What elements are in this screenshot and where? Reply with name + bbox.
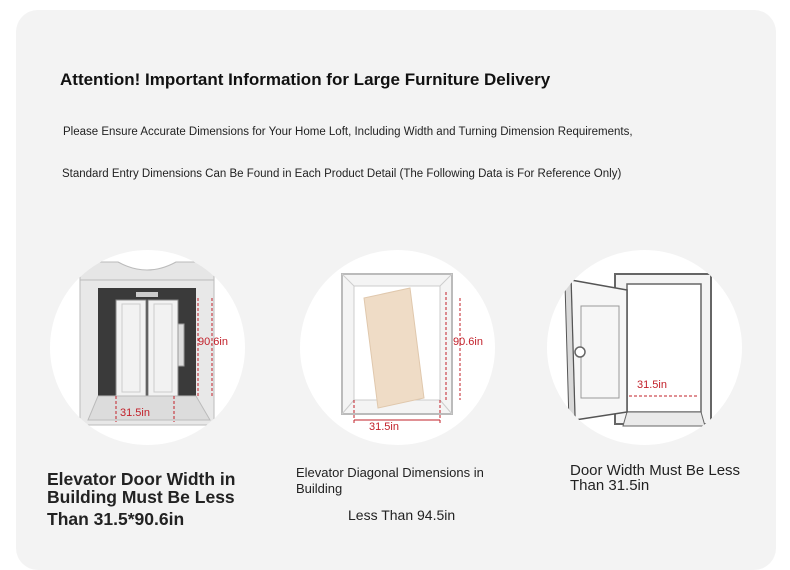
width-label: 31.5in <box>369 421 399 433</box>
info-line-2: Standard Entry Dimensions Can Be Found i… <box>62 168 622 180</box>
elevator-diagonal-subcaption: Less Than 94.5in <box>348 507 456 523</box>
height-label: 90.6in <box>453 336 483 348</box>
width-label: 31.5in <box>637 379 667 391</box>
elevator-door-icon <box>79 261 215 426</box>
elevator-door-panel: 90.6in 31.5in <box>50 250 245 445</box>
info-line-1: Please Ensure Accurate Dimensions for Yo… <box>63 126 633 138</box>
open-door-panel: 31.5in <box>547 250 742 445</box>
caption-line: Than 31.5*90.6in <box>47 509 185 529</box>
elevator-diagonal-icon <box>341 273 461 424</box>
caption-line: Elevator Door Width in <box>47 469 236 489</box>
elevator-diagonal-panel: 90.6in 31.5in <box>300 250 495 445</box>
elevator-door-caption: Elevator Door Width in Building Must Be … <box>47 470 262 528</box>
height-label: 90.6in <box>198 336 228 348</box>
open-door-icon <box>564 273 712 427</box>
door-width-caption: Door Width Must Be Less Than 31.5in <box>570 463 770 493</box>
caption-line: Door Width Must Be Less <box>570 462 741 479</box>
caption-line: Building Must Be Less <box>47 487 235 507</box>
caption-line: Than 31.5in <box>570 477 650 494</box>
elevator-diagonal-caption: Elevator Diagonal Dimensions in Building <box>296 465 484 496</box>
page-title: Attention! Important Information for Lar… <box>60 70 551 89</box>
width-label: 31.5in <box>120 407 150 419</box>
